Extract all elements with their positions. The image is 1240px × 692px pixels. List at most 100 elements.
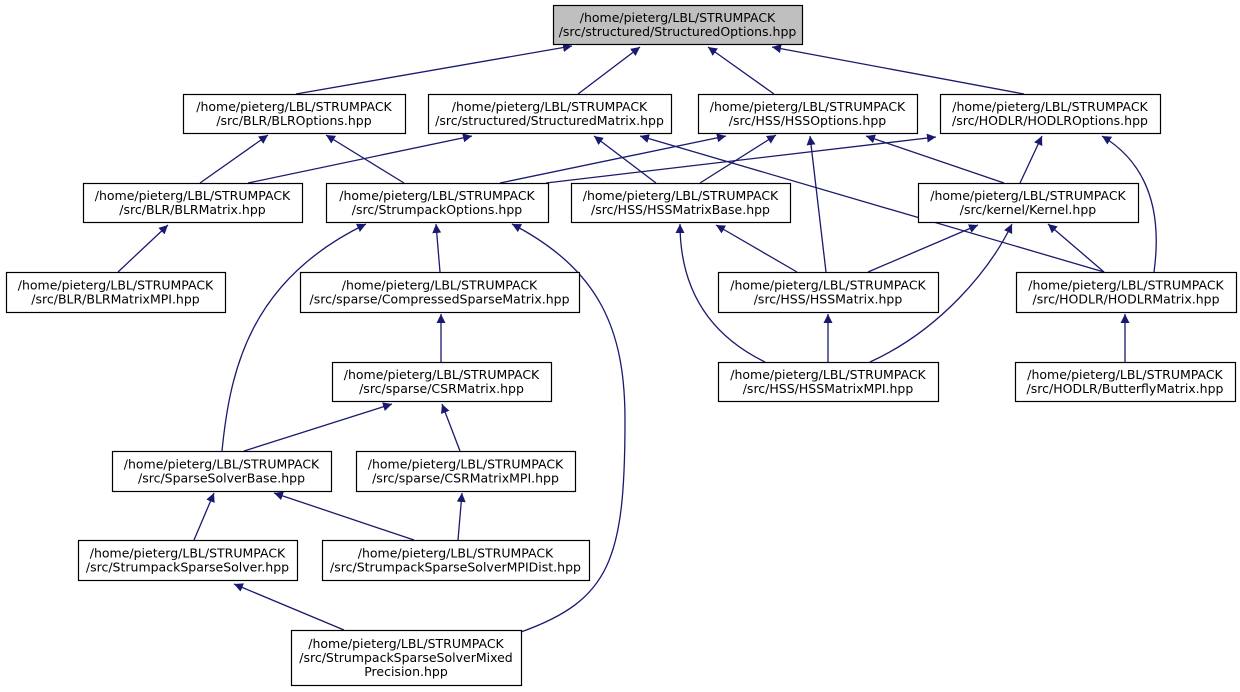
edge-arrow xyxy=(675,223,766,363)
node-label-line: /src/HODLR/ButterflyMatrix.hpp xyxy=(1027,381,1224,396)
node-label-line: /src/kernel/Kernel.hpp xyxy=(960,202,1096,217)
node-label-line: /home/pieterg/LBL/STRUMPACK xyxy=(583,188,779,203)
node-compressed-sparse-matrix[interactable]: /home/pieterg/LBL/STRUMPACK/src/sparse/C… xyxy=(299,271,581,314)
edge-hodlr_matrix-to-kernel xyxy=(1047,223,1105,273)
node-strumpack-sparse-solver-mpidist[interactable]: /home/pieterg/LBL/STRUMPACK/src/Strumpac… xyxy=(321,539,591,582)
node-butterfly-matrix[interactable]: /home/pieterg/LBL/STRUMPACK/src/HODLR/Bu… xyxy=(1014,361,1237,403)
node-label-line: /home/pieterg/LBL/STRUMPACK xyxy=(18,278,214,293)
node-label-line: /src/structured/StructuredOptions.hpp xyxy=(559,24,797,39)
edge-arrow xyxy=(193,492,215,541)
node-label-line: /src/HODLR/HODLRMatrix.hpp xyxy=(1032,292,1219,307)
edge-strumpack_sparse_solver_mpidist-to-csr_matrix_mpi xyxy=(456,492,466,541)
node-box xyxy=(1014,361,1237,403)
node-box xyxy=(917,182,1140,224)
edge-blr_matrix_mpi-to-blr_matrix xyxy=(117,224,169,273)
edge-arrow xyxy=(1019,135,1043,184)
node-label-line: /home/pieterg/LBL/STRUMPACK xyxy=(730,367,926,382)
node-hss-matrix-base[interactable]: /home/pieterg/LBL/STRUMPACK/src/HSS/HSSM… xyxy=(570,182,792,224)
edge-blr_options-to-structured_options xyxy=(295,43,573,95)
node-kernel[interactable]: /home/pieterg/LBL/STRUMPACK/src/kernel/K… xyxy=(917,182,1140,224)
edge-hodlr_options-to-structured_options xyxy=(771,44,1025,95)
edge-arrow xyxy=(456,492,466,541)
node-csr-matrix-mpi[interactable]: /home/pieterg/LBL/STRUMPACK/src/sparse/C… xyxy=(355,450,577,493)
nodes-layer: /home/pieterg/LBL/STRUMPACK/src/structur… xyxy=(5,4,1238,687)
edge-csr_matrix_mpi-to-csr_matrix xyxy=(441,403,461,452)
node-structured-matrix[interactable]: /home/pieterg/LBL/STRUMPACK/src/structur… xyxy=(427,93,673,135)
edge-arrow xyxy=(295,43,573,95)
node-label-line: /src/HSS/HSSMatrixMPI.hpp xyxy=(743,381,914,396)
node-label-line: /src/StrumpackSparseSolverMixed xyxy=(299,650,513,665)
edge-arrow xyxy=(233,583,345,631)
edge-arrow xyxy=(273,491,415,541)
node-box xyxy=(939,93,1162,135)
node-label-line: /src/BLR/BLRMatrix.hpp xyxy=(119,202,266,217)
node-hss-options[interactable]: /home/pieterg/LBL/STRUMPACK/src/HSS/HSSO… xyxy=(697,93,919,135)
edge-arrow xyxy=(199,134,269,184)
edge-strumpack_sparse_solver_mixed-to-strumpack_sparse_solver xyxy=(233,583,345,631)
node-label-line: /home/pieterg/LBL/STRUMPACK xyxy=(344,367,540,382)
node-box xyxy=(1015,271,1238,314)
edges-layer xyxy=(117,43,1157,633)
node-blr-matrix-mpi[interactable]: /home/pieterg/LBL/STRUMPACK/src/BLR/BLRM… xyxy=(5,271,227,314)
node-label-line: /home/pieterg/LBL/STRUMPACK xyxy=(710,99,906,114)
edge-arrow xyxy=(707,46,775,95)
node-box xyxy=(325,182,550,224)
node-strumpack-sparse-solver-mixed[interactable]: /home/pieterg/LBL/STRUMPACK/src/Strumpac… xyxy=(290,629,523,687)
node-label-line: /home/pieterg/LBL/STRUMPACK xyxy=(308,636,504,651)
node-sparse-solver-base[interactable]: /home/pieterg/LBL/STRUMPACK/src/SparseSo… xyxy=(111,450,333,493)
edge-arrow xyxy=(593,135,657,184)
node-label-line: /home/pieterg/LBL/STRUMPACK xyxy=(580,10,776,25)
node-label-line: /src/StrumpackSparseSolver.hpp xyxy=(86,560,289,575)
node-hodlr-matrix[interactable]: /home/pieterg/LBL/STRUMPACK/src/HODLR/HO… xyxy=(1015,271,1238,314)
node-label-line: /home/pieterg/LBL/STRUMPACK xyxy=(368,457,564,472)
edge-strumpack_options-to-hss_options xyxy=(499,133,727,184)
edge-arrow xyxy=(1047,223,1105,273)
edge-hss_matrix_base-to-structured_matrix xyxy=(593,135,657,184)
edge-hss_matrix_mpi-to-hss_matrix_base xyxy=(675,223,766,363)
node-label-line: /home/pieterg/LBL/STRUMPACK xyxy=(196,99,392,114)
node-box xyxy=(570,182,792,224)
node-label-line: /home/pieterg/LBL/STRUMPACK xyxy=(730,278,926,293)
node-csr-matrix[interactable]: /home/pieterg/LBL/STRUMPACK/src/sparse/C… xyxy=(331,361,553,403)
node-label-line: /home/pieterg/LBL/STRUMPACK xyxy=(339,188,535,203)
edge-structured_matrix-to-structured_options xyxy=(577,46,641,95)
edge-sparse_solver_base-to-csr_matrix xyxy=(243,402,393,452)
edge-arrow xyxy=(699,134,777,184)
node-label-line: /src/structured/StructuredMatrix.hpp xyxy=(435,113,664,128)
node-box xyxy=(321,539,591,582)
node-label-line: /src/StrumpackSparseSolverMPIDist.hpp xyxy=(330,560,581,575)
edge-arrow xyxy=(432,223,442,273)
node-label-line: /home/pieterg/LBL/STRUMPACK xyxy=(930,188,1126,203)
node-hss-matrix-mpi[interactable]: /home/pieterg/LBL/STRUMPACK/src/HSS/HSSM… xyxy=(717,361,940,403)
node-label-line: /src/SparseSolverBase.hpp xyxy=(138,471,305,486)
node-hodlr-options[interactable]: /home/pieterg/LBL/STRUMPACK/src/HODLR/HO… xyxy=(939,93,1162,135)
node-label-line: /src/BLR/BLROptions.hpp xyxy=(216,113,371,128)
node-label-line: /home/pieterg/LBL/STRUMPACK xyxy=(358,546,554,561)
node-hss-matrix[interactable]: /home/pieterg/LBL/STRUMPACK/src/HSS/HSSM… xyxy=(717,271,940,314)
node-label-line: /src/sparse/CSRMatrix.hpp xyxy=(359,381,524,396)
edge-arrow xyxy=(243,402,393,452)
edge-hss_options-to-structured_options xyxy=(707,46,775,95)
node-box xyxy=(717,361,940,403)
edge-arrow xyxy=(577,46,641,95)
node-label-line: /src/HSS/HSSMatrix.hpp xyxy=(754,292,903,307)
node-label-line: /src/HODLR/HODLROptions.hpp xyxy=(952,113,1148,128)
node-label-line: /home/pieterg/LBL/STRUMPACK xyxy=(124,457,320,472)
edge-arrow xyxy=(499,133,727,184)
node-blr-options[interactable]: /home/pieterg/LBL/STRUMPACK/src/BLR/BLRO… xyxy=(182,93,407,135)
edge-arrow xyxy=(117,224,169,273)
node-label-line: /home/pieterg/LBL/STRUMPACK xyxy=(452,99,648,114)
node-strumpack-sparse-solver[interactable]: /home/pieterg/LBL/STRUMPACK/src/Strumpac… xyxy=(77,539,299,582)
edge-arrow xyxy=(639,134,1105,273)
node-box xyxy=(111,450,333,493)
edge-strumpack_sparse_solver-to-sparse_solver_base xyxy=(193,492,215,541)
node-blr-matrix[interactable]: /home/pieterg/LBL/STRUMPACK/src/BLR/BLRM… xyxy=(82,182,304,224)
edge-arrow xyxy=(806,135,827,273)
node-strumpack-options[interactable]: /home/pieterg/LBL/STRUMPACK/src/Strumpac… xyxy=(325,182,550,224)
node-box xyxy=(427,93,673,135)
edge-arrow xyxy=(867,224,979,273)
edge-sparse_solver_base-to-strumpack_options xyxy=(221,223,367,452)
edge-strumpack_options-to-hodlr_options xyxy=(545,133,937,184)
edge-hss_matrix-to-hss_matrix_base xyxy=(715,224,798,273)
